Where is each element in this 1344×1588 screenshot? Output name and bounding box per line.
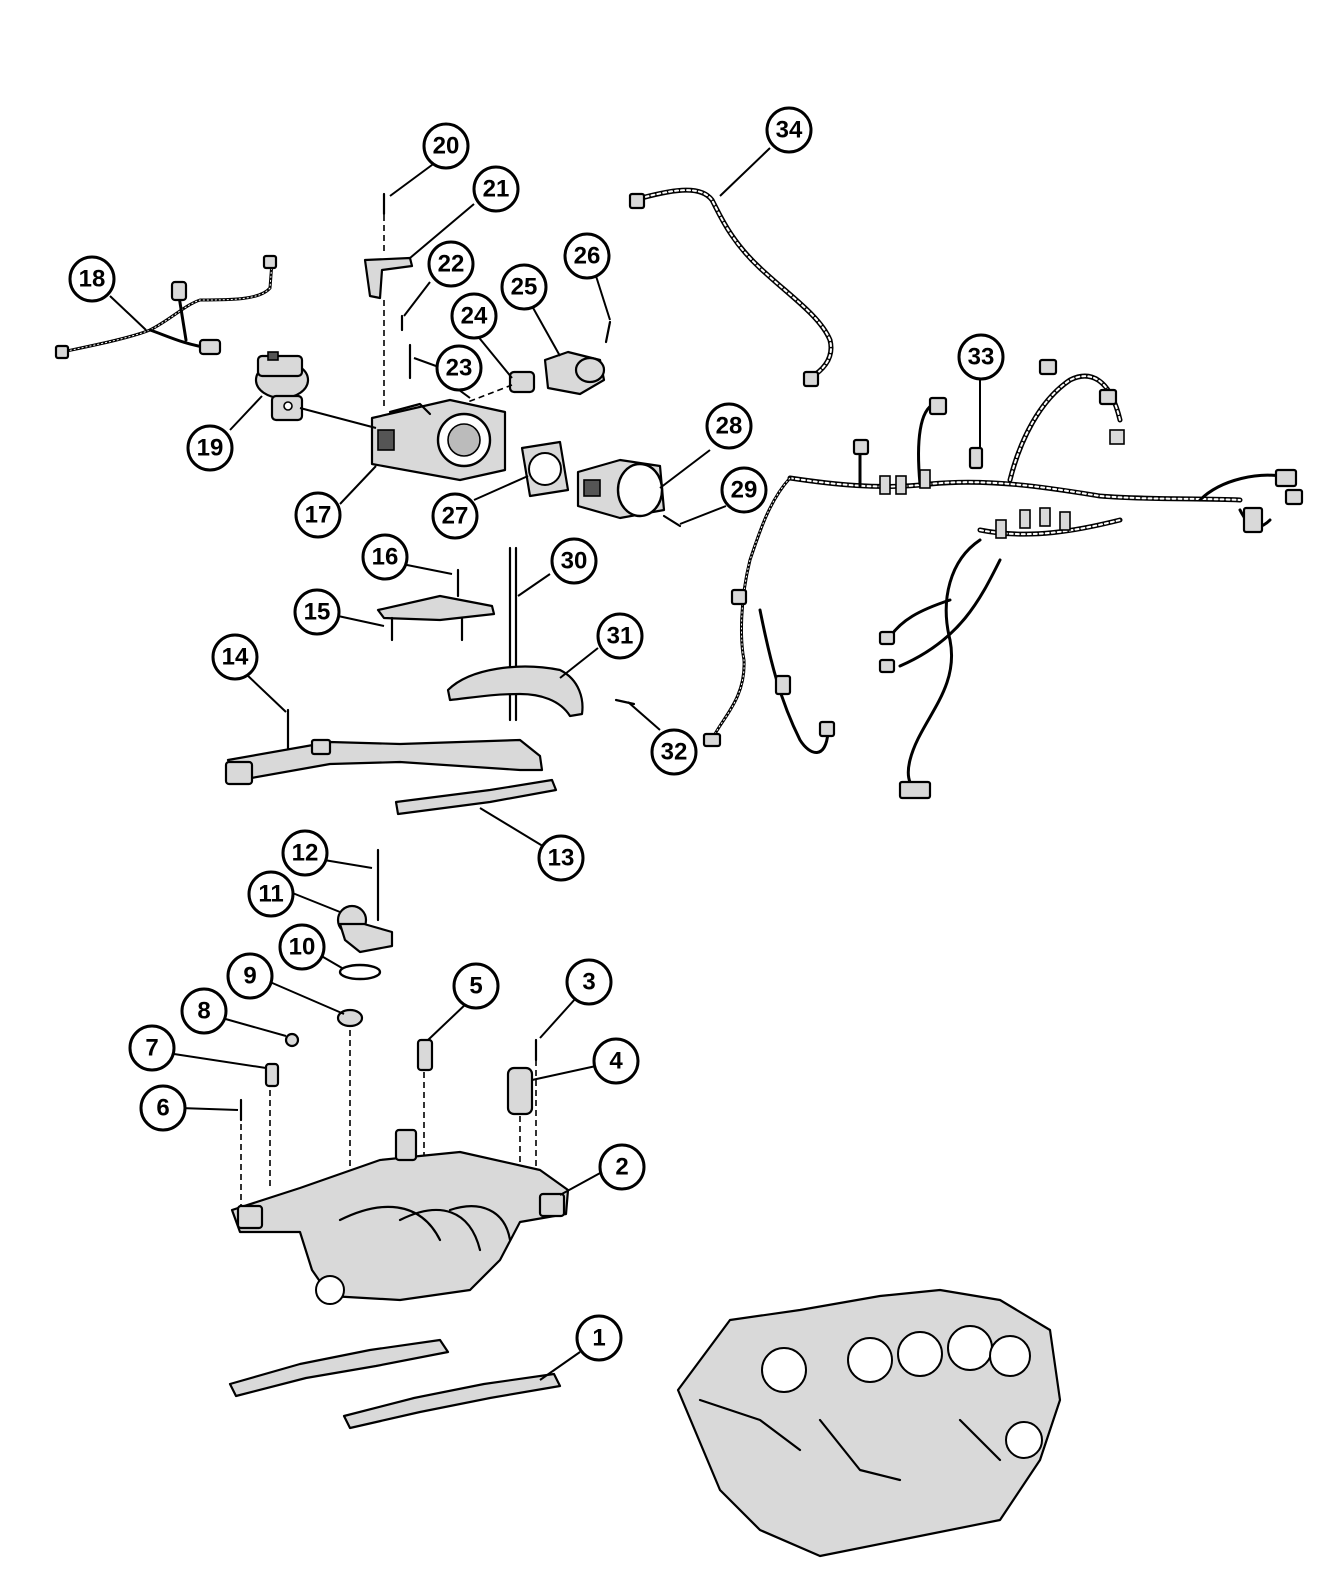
callout-31[interactable]: 31	[596, 612, 644, 660]
callout-7[interactable]: 7	[128, 1024, 176, 1072]
callout-15[interactable]: 15	[293, 588, 341, 636]
callout-11-label: 11	[258, 881, 283, 908]
callout-18-label: 18	[79, 266, 106, 293]
callout-26-label: 26	[574, 243, 601, 270]
callout-8[interactable]: 8	[180, 987, 228, 1035]
callout-18[interactable]: 18	[68, 255, 116, 303]
callout-21[interactable]: 21	[472, 165, 520, 213]
callout-22[interactable]: 22	[427, 240, 475, 288]
callout-8-label: 8	[197, 998, 210, 1025]
callout-17-label: 17	[305, 502, 332, 529]
callout-28[interactable]: 28	[705, 402, 753, 450]
part-19-valve	[254, 351, 310, 422]
callout-13-label: 13	[548, 845, 575, 872]
callout-12[interactable]: 12	[281, 829, 329, 877]
callout-4-label: 4	[609, 1048, 623, 1075]
callout-7-label: 7	[145, 1035, 158, 1062]
callout-34[interactable]: 34	[765, 106, 813, 154]
callout-4[interactable]: 4	[592, 1037, 640, 1085]
callout-28-label: 28	[716, 413, 743, 440]
callout-3-label: 3	[582, 969, 595, 996]
callout-1[interactable]: 1	[575, 1314, 623, 1362]
callout-6[interactable]: 6	[139, 1084, 187, 1132]
callout-17[interactable]: 17	[294, 491, 342, 539]
callout-27-label: 27	[442, 503, 469, 530]
callout-33[interactable]: 33	[957, 333, 1005, 381]
callout-2-label: 2	[615, 1154, 628, 1181]
callout-26[interactable]: 26	[563, 232, 611, 280]
callout-23-label: 23	[446, 355, 473, 382]
part-14-fuel-rail	[224, 708, 544, 786]
callout-9-label: 9	[243, 963, 256, 990]
callout-27[interactable]: 27	[431, 492, 479, 540]
callout-20-label: 20	[433, 133, 460, 160]
part-20-23-bracket-bolts	[363, 192, 414, 410]
callout-24[interactable]: 24	[450, 292, 498, 340]
callout-16[interactable]: 16	[361, 533, 409, 581]
callout-9[interactable]: 9	[226, 952, 274, 1000]
part-2-intake-manifold	[230, 1128, 570, 1305]
part-1-manifold-gaskets	[228, 1338, 562, 1430]
leader-lines	[109, 147, 981, 1381]
callout-14-label: 14	[222, 644, 249, 671]
callout-34-label: 34	[776, 117, 803, 144]
callout-5-label: 5	[469, 973, 482, 1000]
callout-19-label: 19	[197, 435, 224, 462]
callout-5[interactable]: 5	[452, 962, 500, 1010]
callout-16-label: 16	[372, 544, 399, 571]
callout-30-label: 30	[561, 548, 588, 575]
callout-29[interactable]: 29	[720, 466, 768, 514]
callout-33-label: 33	[968, 344, 995, 371]
part-18-wiring-pigtail	[54, 254, 278, 360]
part-3-8-sensors-bolts	[239, 1032, 538, 1210]
callout-25-label: 25	[511, 274, 538, 301]
callout-1-label: 1	[592, 1325, 605, 1352]
callout-30[interactable]: 30	[550, 537, 598, 585]
callout-21-label: 21	[483, 176, 510, 203]
part-24-26-iac	[459, 320, 612, 406]
callout-15-label: 15	[304, 599, 331, 626]
part-10-12-thermostat-housing	[336, 848, 394, 981]
callout-6-label: 6	[156, 1095, 169, 1122]
callout-13[interactable]: 13	[537, 834, 585, 882]
part-33-wiring-harness	[702, 358, 1304, 800]
part-27-gasket	[520, 440, 570, 498]
callout-10-label: 10	[289, 934, 316, 961]
callout-24-label: 24	[461, 303, 488, 330]
callout-25[interactable]: 25	[500, 263, 548, 311]
callout-12-label: 12	[292, 840, 319, 867]
callout-32-label: 32	[661, 739, 688, 766]
callout-14[interactable]: 14	[211, 633, 259, 681]
callout-2[interactable]: 2	[598, 1143, 646, 1191]
callout-19[interactable]: 19	[186, 424, 234, 472]
part-34-fuel-line	[628, 187, 834, 388]
callout-32[interactable]: 32	[650, 728, 698, 776]
callout-23[interactable]: 23	[435, 344, 483, 392]
callout-3[interactable]: 3	[565, 958, 613, 1006]
part-28-throttle-body	[576, 458, 682, 528]
callout-22-label: 22	[438, 251, 465, 278]
part-15-16-bracket	[376, 568, 496, 642]
callout-31-label: 31	[607, 623, 634, 650]
callout-29-label: 29	[731, 477, 758, 504]
callout-10[interactable]: 10	[278, 923, 326, 971]
part-13-fuel-rail	[394, 778, 558, 816]
callout-11[interactable]: 11	[247, 870, 295, 918]
part-17-throttle-body	[370, 398, 507, 482]
callout-20[interactable]: 20	[422, 122, 470, 170]
engine-block	[676, 1288, 1062, 1558]
